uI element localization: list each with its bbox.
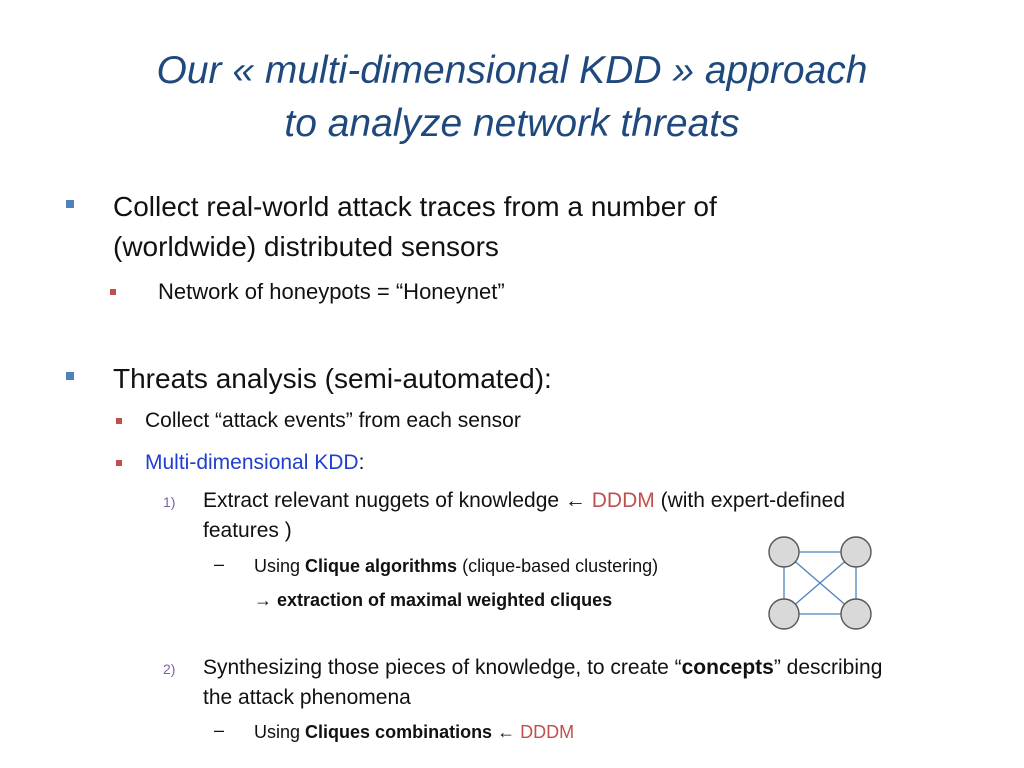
- bullet-2-sub-2: Multi-dimensional KDD:: [145, 451, 365, 474]
- graph-node: [768, 536, 800, 568]
- right-arrow-icon: →: [254, 590, 272, 610]
- sub-bullet-marker: [110, 289, 116, 295]
- dddm-label: DDDM: [520, 722, 575, 742]
- dash-marker: –: [214, 554, 225, 574]
- title-line-2: to analyze network threats: [284, 102, 740, 145]
- item-1-result-line: → extraction of maximal weighted cliques: [254, 590, 613, 610]
- left-arrow-icon: ←: [497, 722, 516, 742]
- left-arrow-icon: ←: [564, 489, 586, 512]
- bullet-1-line-2: (worldwide) distributed sensors: [113, 231, 499, 262]
- slide-title: Our « multi-dimensional KDD » approach t…: [0, 44, 1024, 150]
- graph-edge: [783, 551, 857, 615]
- bullet-2-sub-1: Collect “attack events” from each sensor: [145, 409, 521, 432]
- item-1-line-1: Extract relevant nuggets of knowledge ← …: [203, 489, 846, 512]
- sub-bullet-marker: [116, 460, 122, 466]
- bullet-1-sub-1: Network of honeypots = “Honeynet”: [158, 279, 505, 304]
- dash-marker: –: [214, 720, 225, 740]
- bullet-marker-2: [66, 372, 74, 380]
- item-2-line-2: the attack phenomena: [203, 686, 411, 709]
- bullet-marker-1: [66, 200, 74, 208]
- graph-node: [840, 536, 872, 568]
- item-1-line-2: features ): [203, 519, 292, 542]
- title-line-1: Our « multi-dimensional KDD » approach: [156, 49, 868, 92]
- item-2-line-1: Synthesizing those pieces of knowledge, …: [203, 656, 883, 679]
- graph-node: [840, 598, 872, 630]
- bullet-1-line-1: Collect real-world attack traces from a …: [113, 191, 717, 222]
- item-number-2: 2): [163, 661, 176, 677]
- item-number-1: 1): [163, 494, 176, 510]
- item-1-dash-line: Using Clique algorithms (clique-based cl…: [254, 556, 659, 576]
- dddm-label: DDDM: [591, 489, 655, 512]
- clique-graph-figure: [768, 536, 872, 630]
- sub-bullet-marker: [116, 418, 122, 424]
- item-2-dash-line: Using Cliques combinations ← DDDM: [254, 722, 575, 742]
- graph-node: [768, 598, 800, 630]
- bullet-2-text: Threats analysis (semi-automated):: [113, 363, 552, 394]
- kdd-link[interactable]: Multi-dimensional KDD: [145, 451, 359, 474]
- graph-nodes: [768, 536, 872, 630]
